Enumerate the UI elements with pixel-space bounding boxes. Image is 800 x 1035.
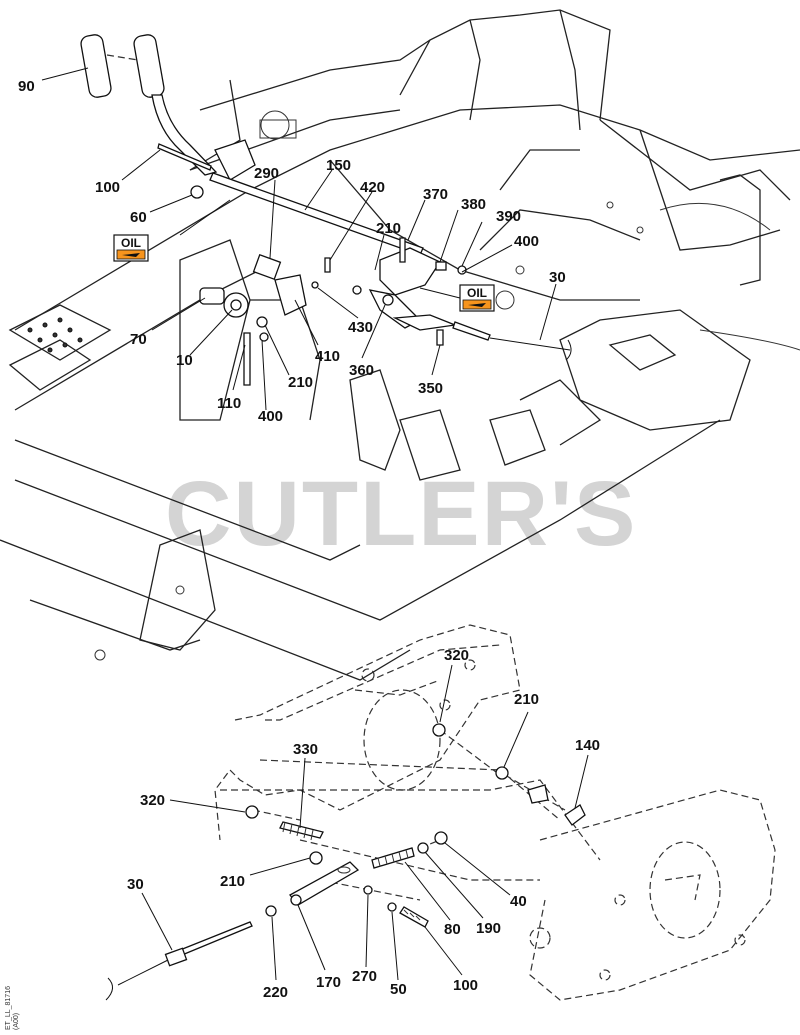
callout-400: 400 xyxy=(514,233,539,250)
bottom-parts-drawing xyxy=(105,723,586,1001)
callout-430: 430 xyxy=(348,319,373,336)
callout-270: 270 xyxy=(352,968,377,985)
callout-400b: 400 xyxy=(258,408,283,425)
callout-10: 10 xyxy=(176,352,193,369)
callout-150: 150 xyxy=(326,157,351,174)
callout-50: 50 xyxy=(390,981,407,998)
callout-370: 370 xyxy=(423,186,448,203)
top-frame-drawing xyxy=(0,9,800,681)
oil-badge-left: OIL xyxy=(113,234,149,262)
callout-60: 60 xyxy=(130,209,147,226)
svg-text:(A00): (A00) xyxy=(13,1013,20,1030)
callout-320-left: 320 xyxy=(140,792,165,809)
footrest-holes xyxy=(27,317,83,353)
callout-420: 420 xyxy=(360,179,385,196)
callout-70: 70 xyxy=(130,331,147,348)
callout-110: 110 xyxy=(217,395,241,412)
svg-text:OIL: OIL xyxy=(121,236,141,250)
callout-380: 380 xyxy=(461,196,486,213)
callout-360: 360 xyxy=(349,362,374,379)
callout-210-left: 210 xyxy=(220,873,245,890)
top-parts-drawing xyxy=(80,34,572,386)
callout-330: 330 xyxy=(293,741,318,758)
callout-40: 40 xyxy=(510,893,527,910)
callout-210b: 210 xyxy=(288,374,313,391)
callout-210: 210 xyxy=(376,220,401,237)
callout-390: 390 xyxy=(496,208,521,225)
callout-100: 100 xyxy=(95,179,120,196)
callout-100-bottom: 100 xyxy=(453,977,478,994)
callout-30-bottom: 30 xyxy=(127,876,144,893)
watermark: CUTLER'S xyxy=(165,463,637,565)
callout-170: 170 xyxy=(316,974,341,991)
callout-190: 190 xyxy=(476,920,501,937)
callout-320-top: 320 xyxy=(444,647,469,664)
callout-90: 90 xyxy=(18,78,35,95)
leader-lines xyxy=(41,67,589,981)
bottom-callouts: 320 210 140 330 320 210 40 190 80 30 220… xyxy=(127,647,600,1001)
callout-80: 80 xyxy=(444,921,461,938)
callout-210-top: 210 xyxy=(514,691,539,708)
document-code: ET_LL_81716 (A00) xyxy=(5,986,20,1030)
top-callouts: 90 100 60 290 150 420 370 380 390 210 40… xyxy=(18,78,566,425)
callout-350: 350 xyxy=(418,380,443,397)
callout-290: 290 xyxy=(254,165,279,182)
callout-30: 30 xyxy=(549,269,566,286)
bottom-frame-drawing xyxy=(214,624,776,1001)
callout-220: 220 xyxy=(263,984,288,1001)
callout-410: 410 xyxy=(315,348,340,365)
svg-text:OIL: OIL xyxy=(467,286,487,300)
svg-text:ET_LL_81716: ET_LL_81716 xyxy=(5,986,12,1030)
callout-140: 140 xyxy=(575,737,600,754)
oil-badge-right: OIL xyxy=(459,284,495,312)
